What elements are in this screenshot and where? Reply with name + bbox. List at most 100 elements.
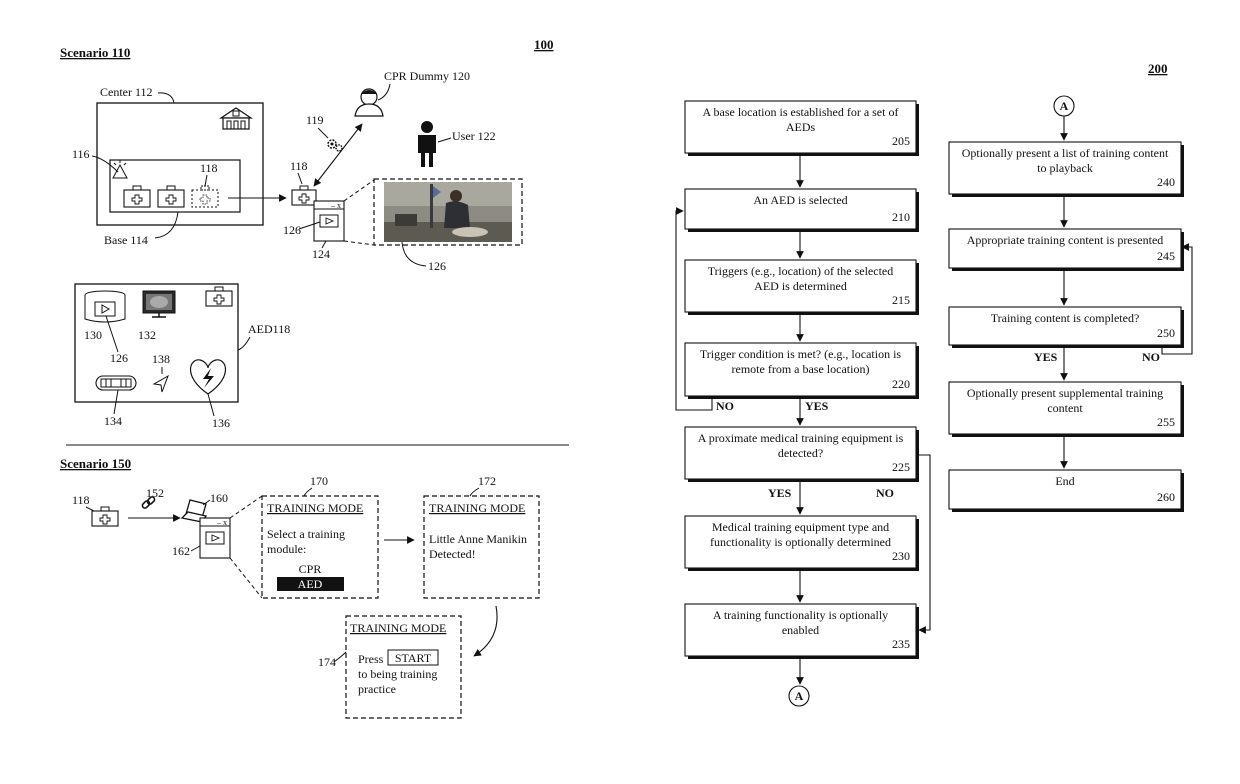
box174-press: Press [358,652,384,666]
aed-case-icon [292,186,316,205]
scenario-110: Scenario 110 Center 112 Base 114 [60,45,522,430]
ref-130: 130 [84,328,102,342]
flow-step-250: Training content is completed?250 [949,307,1184,348]
ref-118-base: 118 [200,161,218,175]
flow-step-245: Appropriate training content is presente… [949,229,1184,271]
flow-arrow-172-174 [474,606,497,656]
ref-160: 160 [210,491,228,505]
flow-step-215: Triggers (e.g., location) of the selecte… [685,260,919,315]
flow-step-230: Medical training equipment type andfunct… [685,516,919,571]
scenario-150-title: Scenario 150 [60,456,131,471]
ref-138: 138 [152,352,170,366]
step-text-line1: Triggers (e.g., location) of the selecte… [708,264,894,278]
aed118-label: AED118 [248,322,290,336]
step-text-line2: remote from a base location) [732,362,870,376]
label-no-250: NO [1142,350,1160,364]
ref-136: 136 [212,416,230,430]
aed-case-icon [206,287,232,306]
step-text-line1: A base location is established for a set… [703,105,899,119]
navigation-arrow-icon [154,376,168,392]
cpr-dummy-label: CPR Dummy 120 [384,69,470,83]
aed-case-icon [124,186,150,207]
mobile-device-icon: – x [314,201,344,241]
step-ref-number: 215 [892,293,910,307]
step-text-line1: An AED is selected [753,193,847,207]
aed-case-icon [92,507,118,526]
ref-126-video: 126 [428,259,446,273]
step-text-line2: detected? [778,446,823,460]
start-button-label[interactable]: START [395,651,432,665]
step-text-line2: AEDs [786,120,816,134]
step-ref-number: 205 [892,134,910,148]
ref-152: 152 [146,486,164,500]
step-text-line1: Optionally present supplemental training [967,386,1163,400]
heart-defib-icon [191,360,226,394]
step-text-line1: Trigger condition is met? (e.g., locatio… [700,347,902,361]
step-text-line1: A proximate medical training equipment i… [698,431,904,445]
step-text-line1: Optionally present a list of training co… [962,146,1169,160]
ref-162: 162 [172,544,190,558]
ref-118-moved: 118 [290,159,308,173]
box170-line1: Select a training [267,527,345,541]
flow-step-220: Trigger condition is met? (e.g., locatio… [685,343,919,399]
step-ref-number: 240 [1157,175,1175,189]
step-ref-number: 250 [1157,326,1175,340]
step-text-line2: AED is determined [754,279,847,293]
step-ref-number: 220 [892,377,910,391]
step-text-line2: to playback [1037,161,1093,175]
center-leader [158,93,174,103]
center-label: Center 112 [100,85,153,99]
ref-116: 116 [72,147,90,161]
figure-100-ref: 100 [534,37,554,52]
sensor-pad-icon [96,376,136,390]
ref-118-s150: 118 [72,493,90,507]
wireless-link-arrow [314,124,362,186]
connector-a-top-label: A [1060,99,1069,113]
training-video-thumbnail [384,182,512,242]
label-yes-220: YES [805,399,829,413]
window-controls: – x [216,518,227,527]
scenario-150: Scenario 150 118 152 160 [60,456,539,718]
ref-172: 172 [478,474,496,488]
ref-132: 132 [138,328,156,342]
aed-case-missing-icon [192,186,218,207]
option-aed[interactable]: AED [298,577,323,591]
step-ref-number: 260 [1157,490,1175,504]
box172-line1: Little Anne Manikin [429,532,527,546]
figure-100: 100 Scenario 110 Center 112 Base 114 [60,37,569,718]
option-cpr[interactable]: CPR [299,562,322,576]
step-text-line2: functionality is optionally determined [710,535,891,549]
connector-a-bottom-label: A [795,689,804,703]
ref-174: 174 [318,655,336,669]
box174-line3: practice [358,682,396,696]
box172-heading: TRAINING MODE [429,501,525,515]
ref-134: 134 [104,414,122,428]
step-ref-number: 225 [892,460,910,474]
mobile-device-icon: – x [200,518,230,558]
box174-line2: to being training [358,667,437,681]
step-ref-number: 235 [892,637,910,651]
step-text-line1: A training functionality is optionally [713,608,888,622]
label-yes-225: YES [768,486,792,500]
flow-step-205: A base location is established for a set… [685,101,919,156]
step-text-line1: End [1055,474,1074,488]
media-player-icon [85,291,125,322]
step-text-line1: Appropriate training content is presente… [967,233,1164,247]
label-no-220: NO [716,399,734,413]
step-ref-number: 245 [1157,249,1175,263]
flow-step-225: A proximate medical training equipment i… [685,427,919,482]
cpr-dummy-icon [355,89,383,116]
box174-heading: TRAINING MODE [350,621,446,635]
step-text-line2: enabled [782,623,819,637]
step-ref-number: 230 [892,549,910,563]
aed-case-icon [158,186,184,207]
monitor-icon [143,291,175,317]
right-step-column: Optionally present a list of training co… [949,142,1184,512]
user-icon [418,121,436,167]
step-ref-number: 210 [892,210,910,224]
ref-119: 119 [306,113,324,127]
ref-126-device: 126 [283,223,301,237]
scenario-110-title: Scenario 110 [60,45,130,60]
ref-170: 170 [310,474,328,488]
